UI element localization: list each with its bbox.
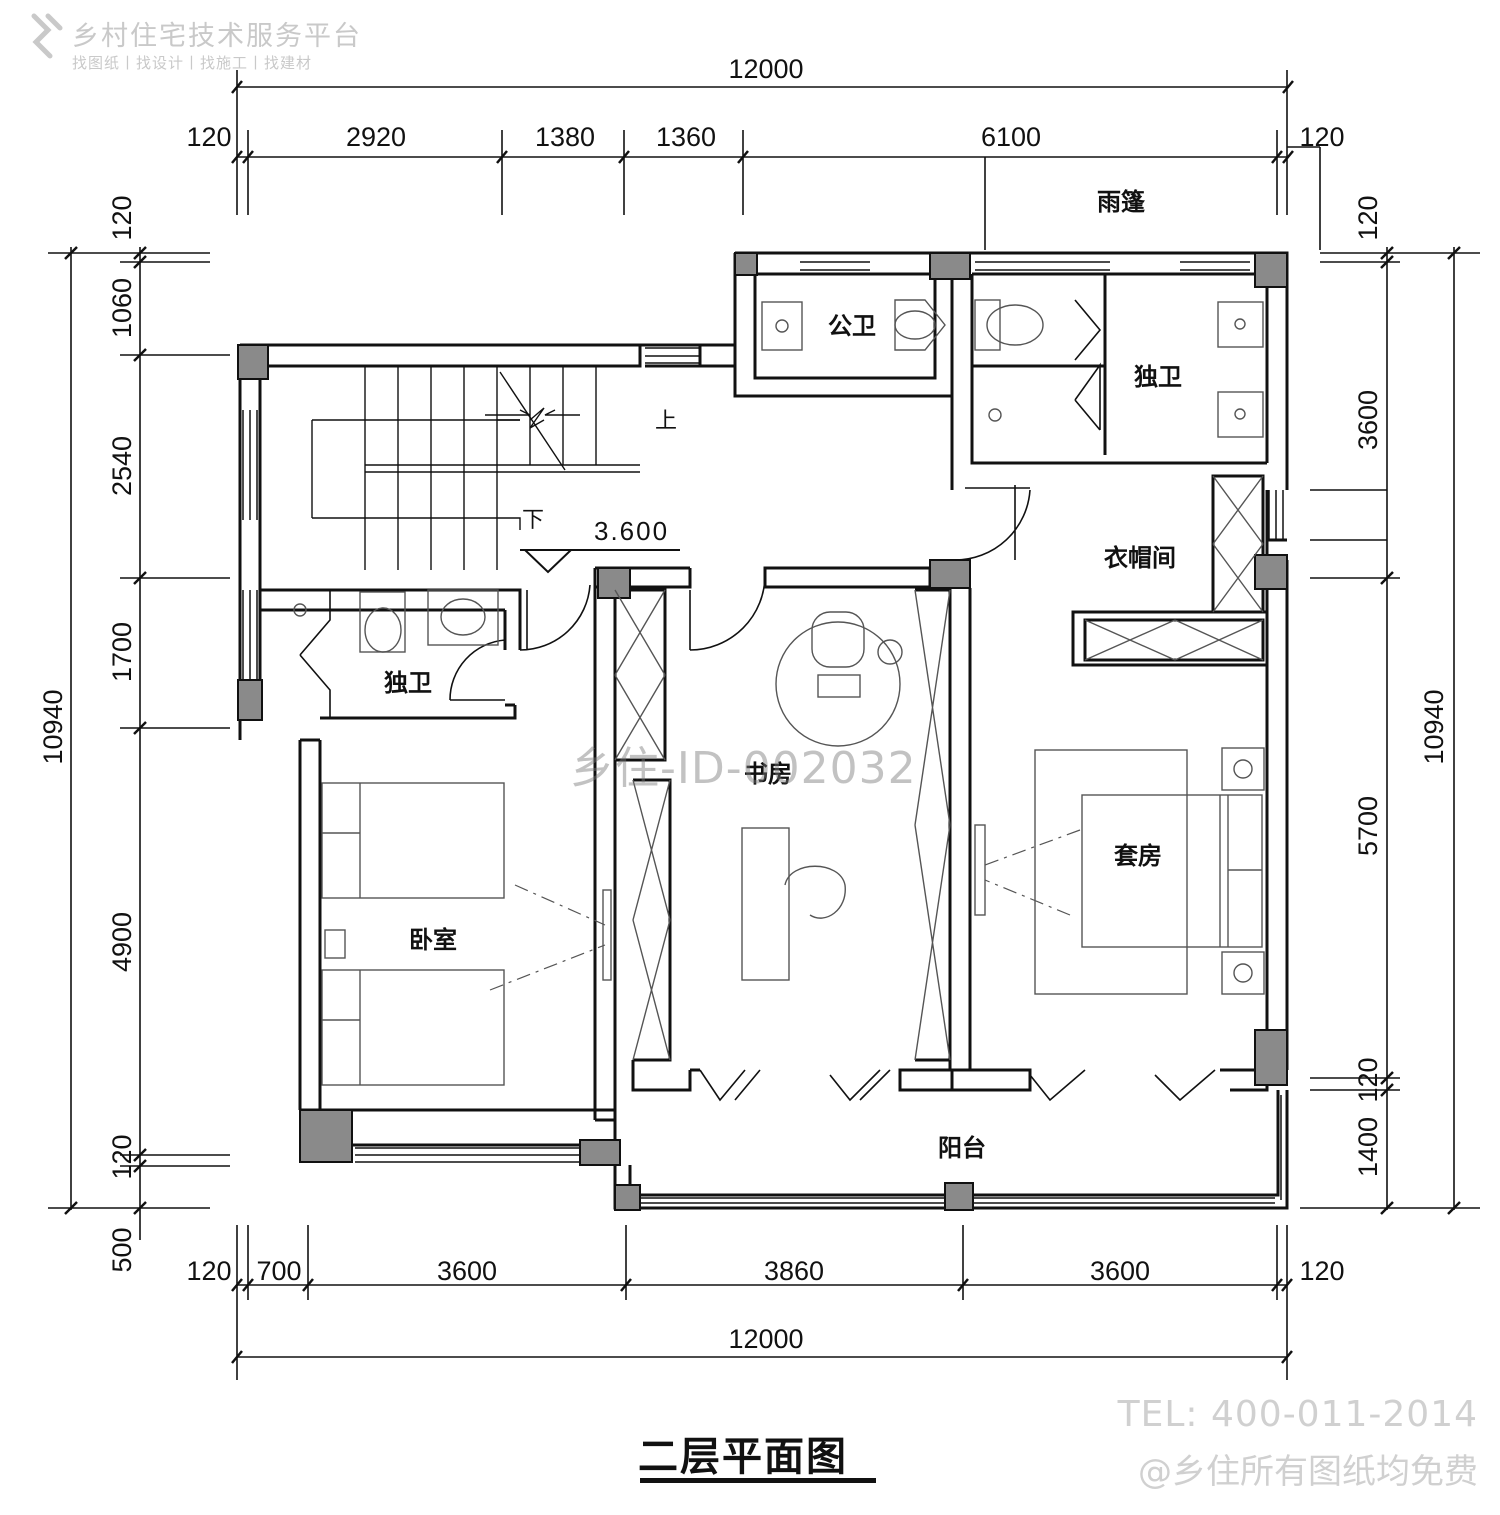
room-label-public-toilet: 公卫 (828, 312, 876, 340)
dim-top-seg-1: 120 (186, 122, 231, 152)
left-dimension-lines (48, 246, 230, 1240)
dim-left-overall: 10940 (38, 689, 68, 764)
free-notice: @乡住所有图纸均免费 (1138, 1452, 1478, 1492)
dim-bottom-seg-6: 120 (1299, 1256, 1344, 1286)
dim-bottom-overall: 12000 (728, 1324, 803, 1354)
room-label-study: 书房 (744, 760, 792, 788)
walls (238, 251, 1289, 1210)
room-label-ensuite-bath-east: 独卫 (1134, 363, 1182, 391)
windows (242, 252, 1284, 1204)
room-label-ensuite-bath-west: 独卫 (384, 669, 432, 697)
dim-right-seg-3: 5700 (1353, 796, 1383, 856)
plan-title: 二层平面图 (638, 1434, 848, 1480)
room-label-bedroom: 卧室 (409, 926, 457, 954)
dim-right-seg-5: 1400 (1353, 1117, 1383, 1177)
phone-number: TEL: 400-011-2014 (1117, 1394, 1478, 1435)
dim-bottom-seg-4: 3860 (764, 1256, 824, 1286)
room-labels: 雨篷 公卫 独卫 衣帽间 独卫 书房 套房 卧室 阳台 (384, 188, 1182, 1162)
platform-name: 乡村住宅技术服务平台 (72, 21, 362, 52)
dim-top-seg-2: 2920 (346, 122, 406, 152)
room-label-cloakroom: 衣帽间 (1104, 544, 1176, 572)
dim-bottom-seg-3: 3600 (437, 1256, 497, 1286)
dim-bottom-seg-2: 700 (256, 1256, 301, 1286)
dim-left-seg-2: 1060 (107, 278, 137, 338)
right-dimension-lines (1300, 246, 1480, 1215)
dim-top-overall: 12000 (728, 54, 803, 84)
top-dimension-lines (231, 70, 1321, 250)
stair-down-label: 下 (522, 508, 544, 533)
dim-left-seg-1: 120 (107, 195, 137, 240)
dim-top-seg-3: 1380 (535, 122, 595, 152)
dim-left-seg-6: 120 (107, 1134, 137, 1179)
dim-right-seg-2: 3600 (1353, 390, 1383, 450)
dim-top-seg-6: 120 (1299, 122, 1344, 152)
dim-left-seg-3: 2540 (107, 436, 137, 496)
dim-left-seg-7: 500 (107, 1227, 137, 1272)
dim-bottom-seg-1: 120 (186, 1256, 231, 1286)
room-label-canopy: 雨篷 (1097, 188, 1146, 216)
furniture (293, 299, 1265, 1086)
dim-right-seg-4: 120 (1353, 1057, 1383, 1102)
plan-title-underline (640, 1478, 876, 1483)
platform-tagline: 找图纸丨找设计丨找施工丨找建材 (72, 54, 313, 72)
room-label-suite: 套房 (1114, 842, 1162, 870)
stair-up-label: 上 (655, 409, 677, 434)
doors (299, 299, 1216, 1102)
room-label-balcony: 阳台 (938, 1134, 986, 1162)
staircase (311, 366, 640, 570)
dim-right-seg-1: 120 (1353, 195, 1383, 240)
sightlines (489, 829, 1081, 991)
brand-logo-icon (31, 13, 63, 59)
dim-bottom-seg-5: 3600 (1090, 1256, 1150, 1286)
structural-columns (237, 252, 1288, 1211)
watermark-id: 乡住-ID-002032 (570, 743, 917, 794)
elevation-value: 3.600 (594, 516, 669, 546)
dim-top-seg-4: 1360 (656, 122, 716, 152)
dimension-labels: 12000 120 2920 1380 1360 6100 120 120 70… (38, 54, 1449, 1354)
dim-left-seg-4: 1700 (107, 622, 137, 682)
dim-top-seg-5: 6100 (981, 122, 1041, 152)
bottom-dimension-lines (231, 1225, 1293, 1380)
dim-right-overall: 10940 (1419, 689, 1449, 764)
elevation-marker (520, 549, 680, 574)
dim-left-seg-5: 4900 (107, 912, 137, 972)
